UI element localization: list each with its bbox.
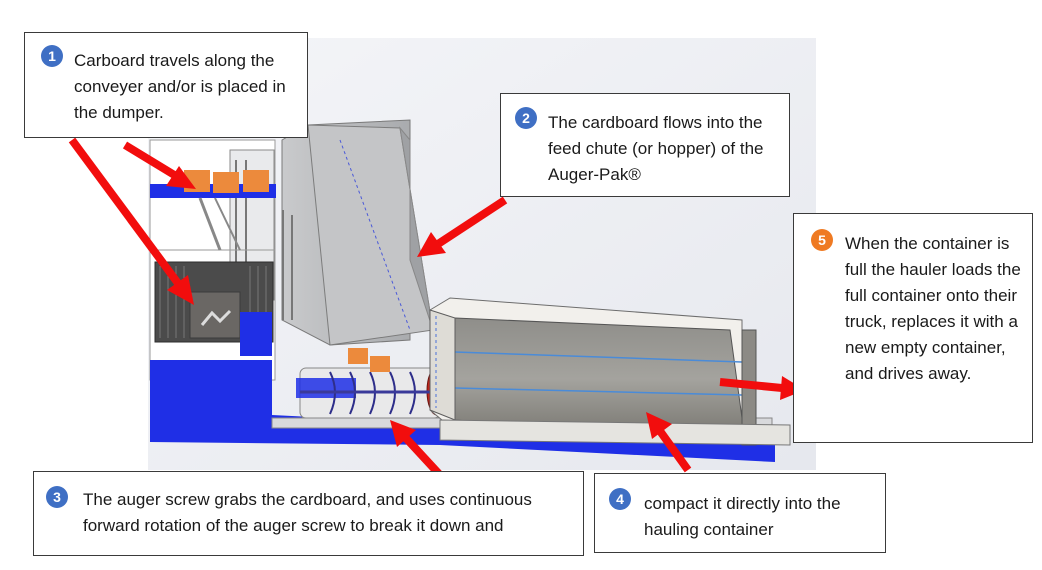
callout-step-1: 1 Carboard travels along the conveyer an… [24,32,308,138]
step-2-text: The cardboard flows into the feed chute … [548,113,764,184]
step-5-text: When the container is full the hauler lo… [845,234,1021,383]
feed-chute [281,119,434,346]
arrow-away [719,376,805,400]
step-3-text: The auger screw grabs the cardboard, and… [83,490,532,535]
callout-step-3: 3 The auger screw grabs the cardboard, a… [33,471,584,556]
arrow-to-auger [390,420,443,478]
step-1-badge: 1 [41,45,63,67]
step-4-text: compact it directly into the hauling con… [644,494,841,539]
callout-arrows [68,137,805,478]
arrow-to-dumper [68,137,194,305]
callout-step-2: 2 The cardboard flows into the feed chut… [500,93,790,197]
cardboard-boxes-conveyor [184,170,269,193]
arrow-to-feed-chute [417,196,508,257]
step-4-badge: 4 [609,488,631,510]
cardboard-boxes-auger [348,348,390,372]
step-1-text: Carboard travels along the conveyer and/… [74,51,286,122]
auger-tube [296,366,448,419]
callout-step-4: 4 compact it directly into the hauling c… [594,473,886,553]
step-5-badge: 5 [811,229,833,251]
step-2-badge: 2 [515,107,537,129]
step-3-badge: 3 [46,486,68,508]
arrow-to-container [646,412,692,473]
arrow-to-conveyor [122,141,196,189]
callout-step-5: 5 When the container is full the hauler … [793,213,1033,443]
hauling-container [429,297,791,446]
